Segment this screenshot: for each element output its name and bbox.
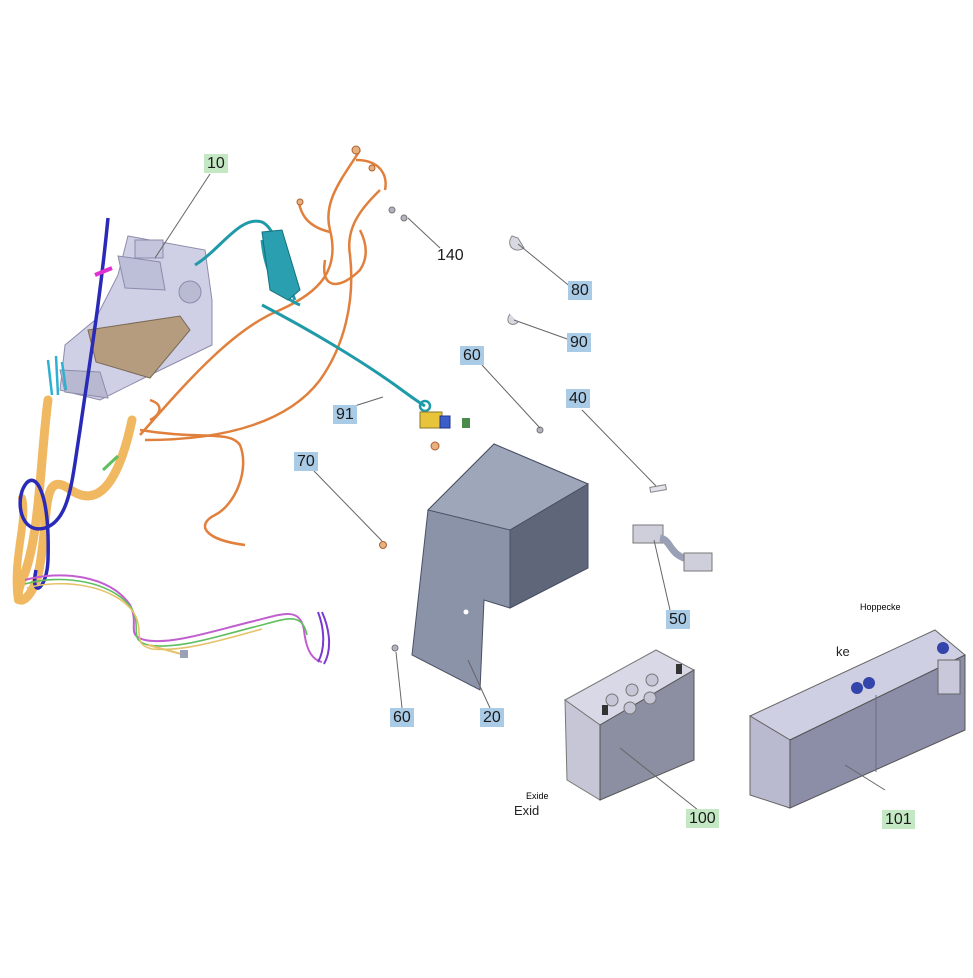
callout-70: 70 xyxy=(294,452,318,471)
callout-140: 140 xyxy=(437,247,464,264)
battery-100 xyxy=(564,649,696,801)
callout-10: 10 xyxy=(204,154,228,173)
battery-101 xyxy=(748,629,966,809)
small-connector xyxy=(419,411,470,451)
callout-80: 80 xyxy=(568,281,592,300)
callout-101: 101 xyxy=(882,810,915,829)
teal-relay xyxy=(261,229,301,301)
yellow-cable xyxy=(13,395,137,605)
screw-60-top xyxy=(536,426,544,434)
teal-cable xyxy=(194,219,426,408)
orange-harness xyxy=(139,149,387,547)
thin-harness xyxy=(24,574,323,663)
label-exid: Exid xyxy=(514,803,540,818)
callout-40: 40 xyxy=(566,389,590,408)
nut-70 xyxy=(379,541,387,549)
terminal-90 xyxy=(507,313,519,325)
terminal-80 xyxy=(509,235,525,251)
callout-20: 20 xyxy=(480,708,504,727)
label-exide: Exide xyxy=(526,791,549,801)
label-hoppecke: Hoppecke xyxy=(860,602,901,612)
controller-assembly xyxy=(59,235,213,401)
callout-100: 100 xyxy=(686,809,719,828)
callout-91: 91 xyxy=(333,405,357,424)
battery-cover-20 xyxy=(411,443,590,691)
callout-60-bottom: 60 xyxy=(390,708,414,727)
callout-50: 50 xyxy=(666,610,690,629)
small-screws-140 xyxy=(388,206,408,222)
leader-lines xyxy=(154,173,886,811)
callout-60-top: 60 xyxy=(460,346,484,365)
bolt-40 xyxy=(649,484,667,493)
blue-cable xyxy=(18,217,110,590)
label-ke: ke xyxy=(836,644,850,659)
harness-connector xyxy=(180,650,188,658)
battery-connector-50 xyxy=(632,524,713,572)
callout-90: 90 xyxy=(567,333,591,352)
screw-60-bottom xyxy=(391,644,399,652)
